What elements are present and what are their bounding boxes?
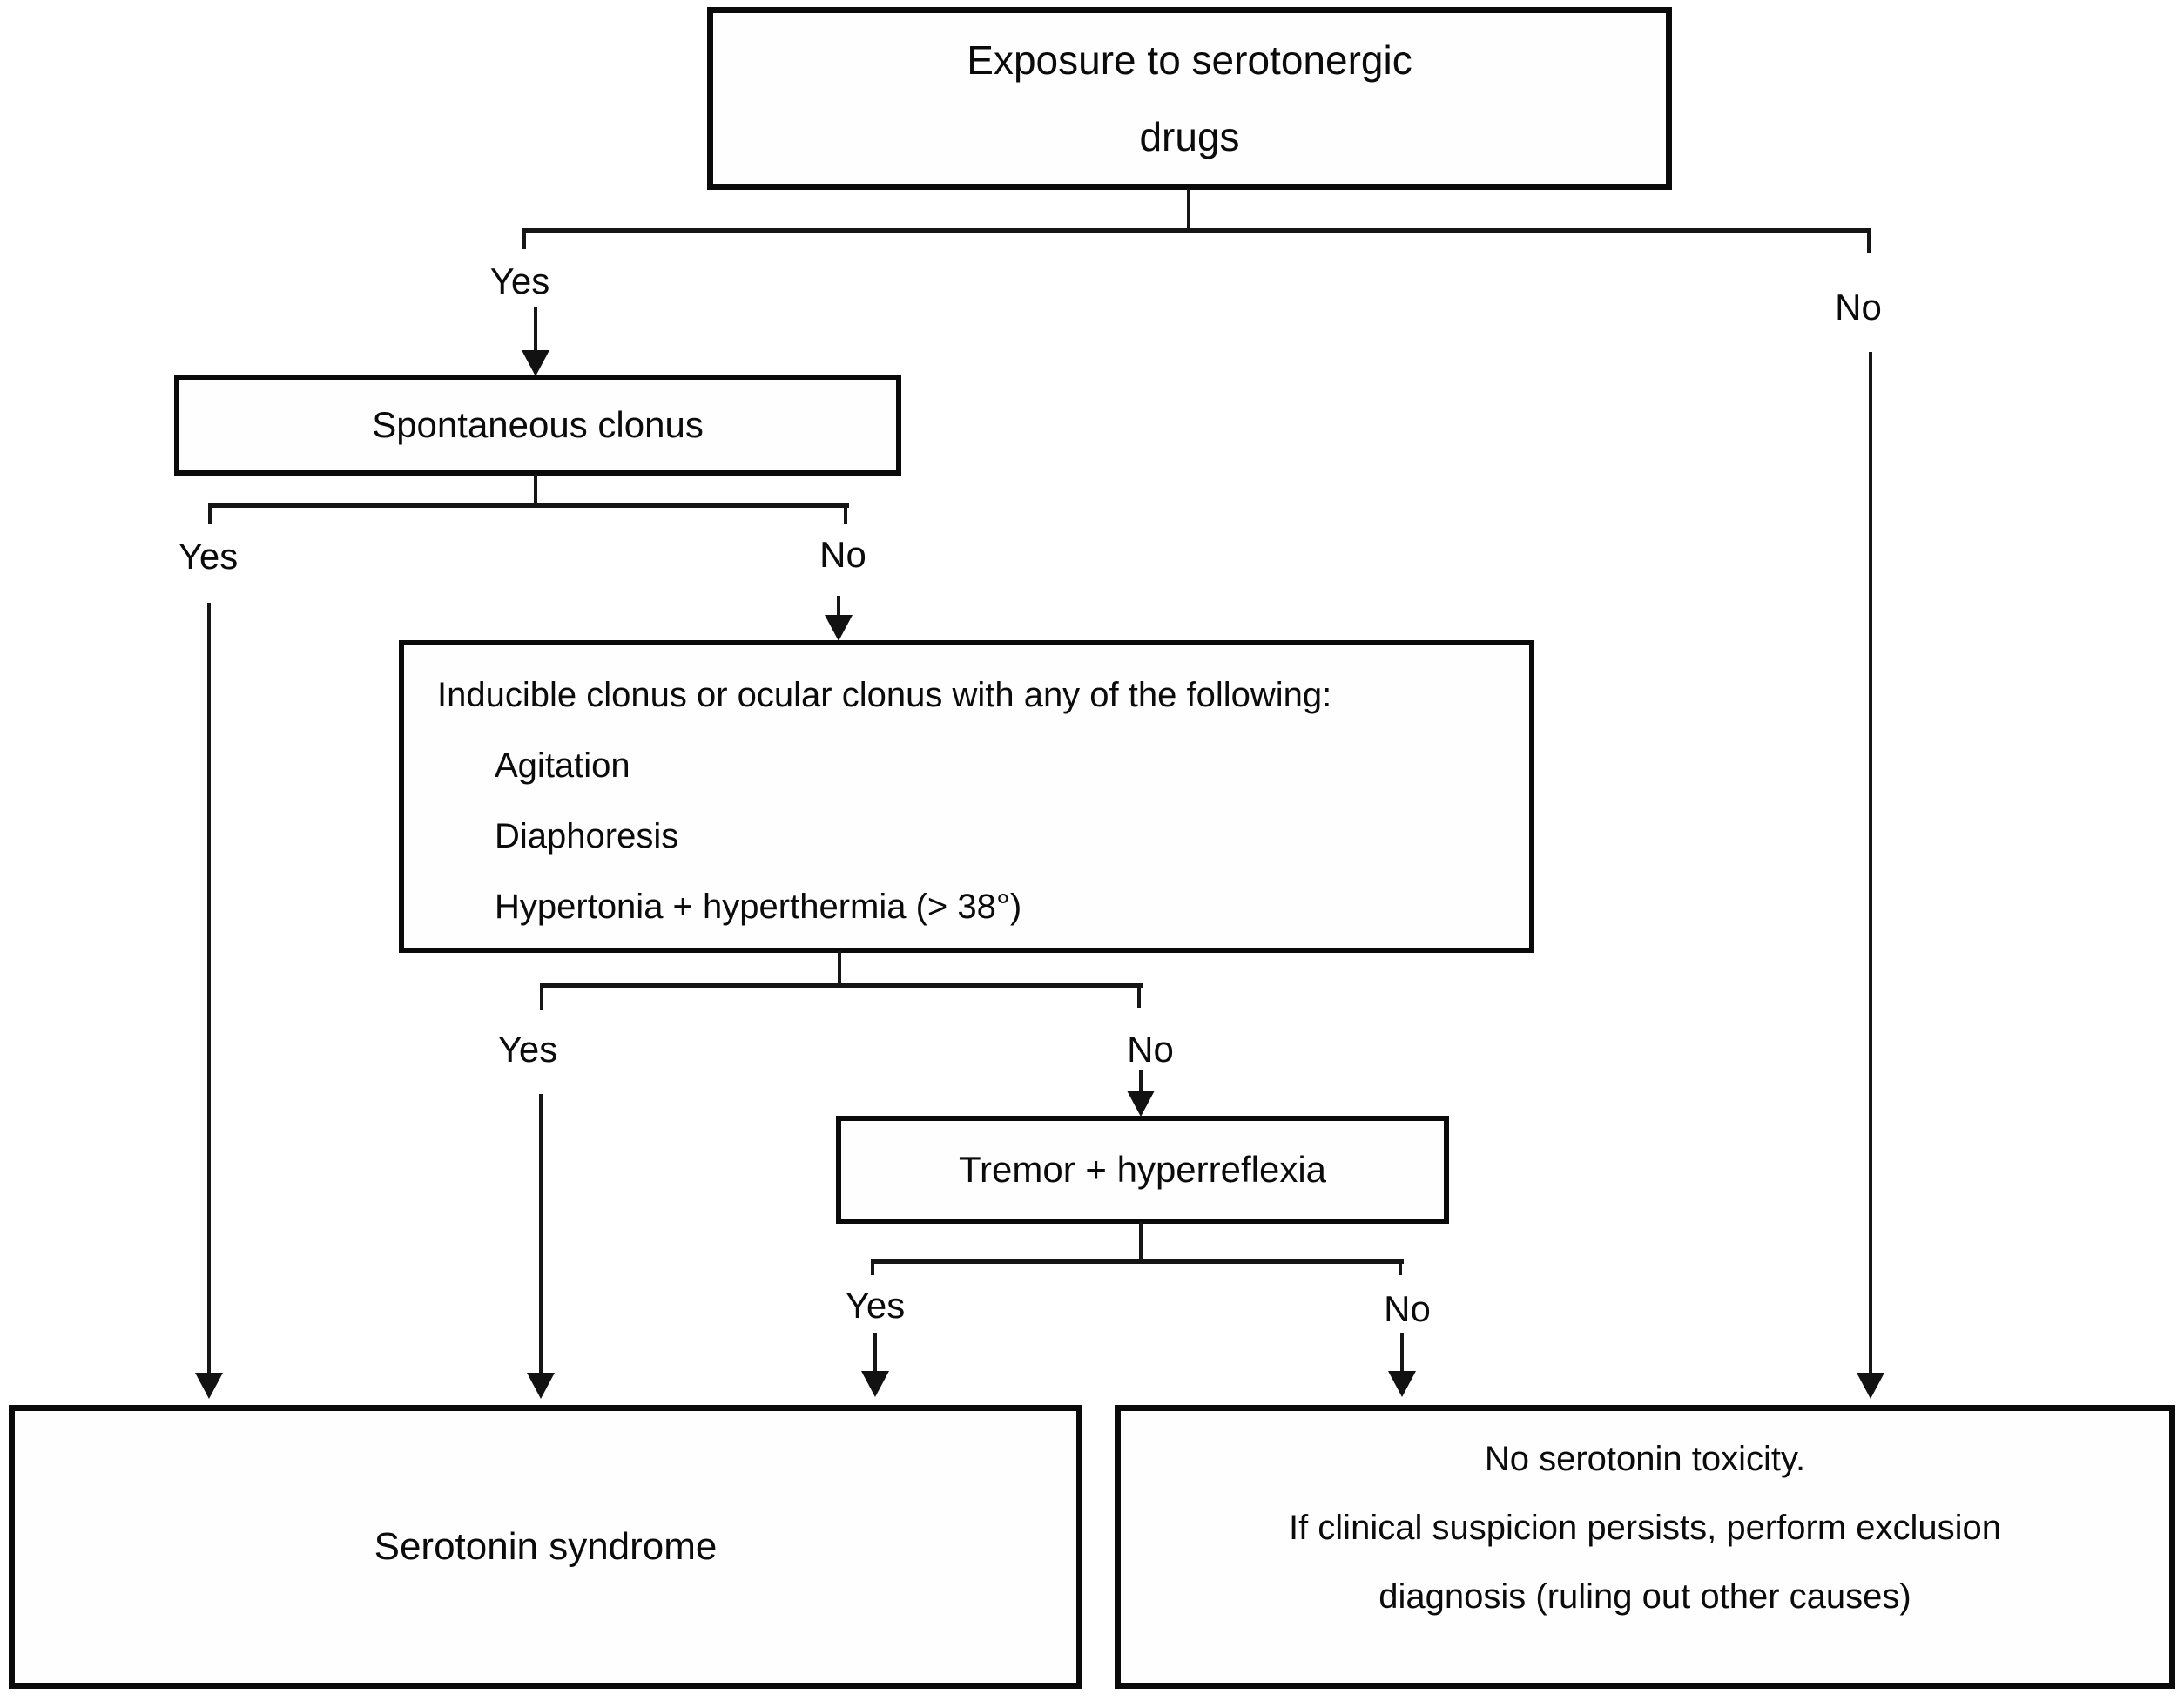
node-exposure-line2: drugs: [1139, 114, 1240, 159]
arrowhead-inducible-no: [1127, 1091, 1155, 1117]
node-tremor-hyperreflexia: Tremor + hyperreflexia: [836, 1116, 1449, 1224]
edge-label-spontaneous-yes: Yes: [178, 536, 239, 577]
edge-label-tremor-no: No: [1384, 1288, 1431, 1329]
connector-exposure-split-left-tick: [522, 228, 526, 249]
arrowhead-spontaneous-no: [825, 615, 853, 641]
connector-exposure-yes-stem: [534, 307, 537, 354]
node-serotonin-syndrome-label: Serotonin syndrome: [374, 1525, 718, 1568]
node-no-toxicity-text: No serotonin toxicity. If clinical suspi…: [1121, 1425, 2169, 1631]
edge-label-tremor-yes: Yes: [845, 1285, 906, 1326]
node-exposure-line1: Exposure to serotonergic: [967, 37, 1412, 83]
edge-label-exposure-no: No: [1835, 287, 1882, 328]
connector-tremor-split: [871, 1259, 1404, 1264]
connector-spontaneous-stub: [534, 474, 537, 507]
node-serotonin-syndrome: Serotonin syndrome: [9, 1405, 1082, 1689]
connector-spontaneous-no-stem: [837, 596, 840, 622]
connector-tremor-yes-stem: [873, 1333, 877, 1374]
edge-label-spontaneous-no: No: [819, 534, 866, 575]
node-no-toxicity-line2: If clinical suspicion persists, perform …: [1288, 1508, 2002, 1547]
node-spontaneous-clonus-label: Spontaneous clonus: [372, 404, 704, 445]
connector-inducible-split: [540, 983, 1143, 988]
connector-exposure-no-stem: [1869, 352, 1872, 1374]
node-exposure-text: Exposure to serotonergic drugs: [713, 22, 1666, 175]
arrowhead-tremor-no: [1388, 1371, 1416, 1397]
node-no-toxicity: No serotonin toxicity. If clinical suspi…: [1115, 1405, 2175, 1689]
edge-label-exposure-yes: Yes: [489, 260, 550, 301]
node-spontaneous-clonus: Spontaneous clonus: [174, 375, 901, 476]
connector-inducible-stub: [838, 951, 841, 988]
connector-inducible-no-stem: [1139, 1070, 1143, 1094]
connector-spontaneous-split-right-tick: [844, 505, 847, 524]
node-inducible-clonus: Inducible clonus or ocular clonus with a…: [399, 640, 1534, 953]
node-inducible-clonus-item-diaphoresis: Diaphoresis: [495, 816, 679, 855]
connector-inducible-split-right-tick: [1137, 985, 1141, 1008]
connector-exposure-stub: [1187, 188, 1190, 231]
connector-inducible-split-left-tick: [540, 985, 543, 1010]
node-no-toxicity-line1: No serotonin toxicity.: [1484, 1439, 1806, 1478]
node-tremor-hyperreflexia-label: Tremor + hyperreflexia: [958, 1149, 1327, 1190]
arrowhead-spontaneous-yes: [195, 1373, 223, 1399]
node-inducible-clonus-title: Inducible clonus or ocular clonus with a…: [437, 675, 1332, 714]
node-inducible-clonus-text: Inducible clonus or ocular clonus with a…: [404, 652, 1529, 942]
node-inducible-clonus-item-hypertonia: Hypertonia + hyperthermia (> 38°): [495, 887, 1022, 926]
arrowhead-exposure-yes: [522, 350, 549, 376]
connector-tremor-split-right-tick: [1399, 1261, 1402, 1275]
connector-inducible-yes-stem: [539, 1094, 543, 1374]
edge-label-inducible-yes: Yes: [497, 1029, 558, 1070]
edge-label-inducible-no: No: [1127, 1029, 1174, 1070]
node-no-toxicity-line3: diagnosis (ruling out other causes): [1378, 1577, 1911, 1616]
connector-tremor-stub: [1139, 1222, 1143, 1264]
connector-tremor-no-stem: [1400, 1333, 1404, 1374]
connector-spontaneous-yes-stem: [207, 603, 211, 1376]
node-inducible-clonus-item-agitation: Agitation: [495, 746, 630, 785]
arrowhead-exposure-no: [1857, 1373, 1884, 1399]
connector-exposure-split-right-tick: [1867, 228, 1871, 253]
connector-tremor-split-left-tick: [871, 1261, 874, 1275]
connector-spontaneous-split-left-tick: [208, 505, 212, 524]
arrowhead-inducible-yes: [527, 1373, 555, 1399]
connector-exposure-split: [522, 228, 1871, 233]
arrowhead-tremor-yes: [861, 1371, 889, 1397]
node-exposure: Exposure to serotonergic drugs: [707, 7, 1672, 190]
connector-spontaneous-split: [208, 503, 849, 508]
